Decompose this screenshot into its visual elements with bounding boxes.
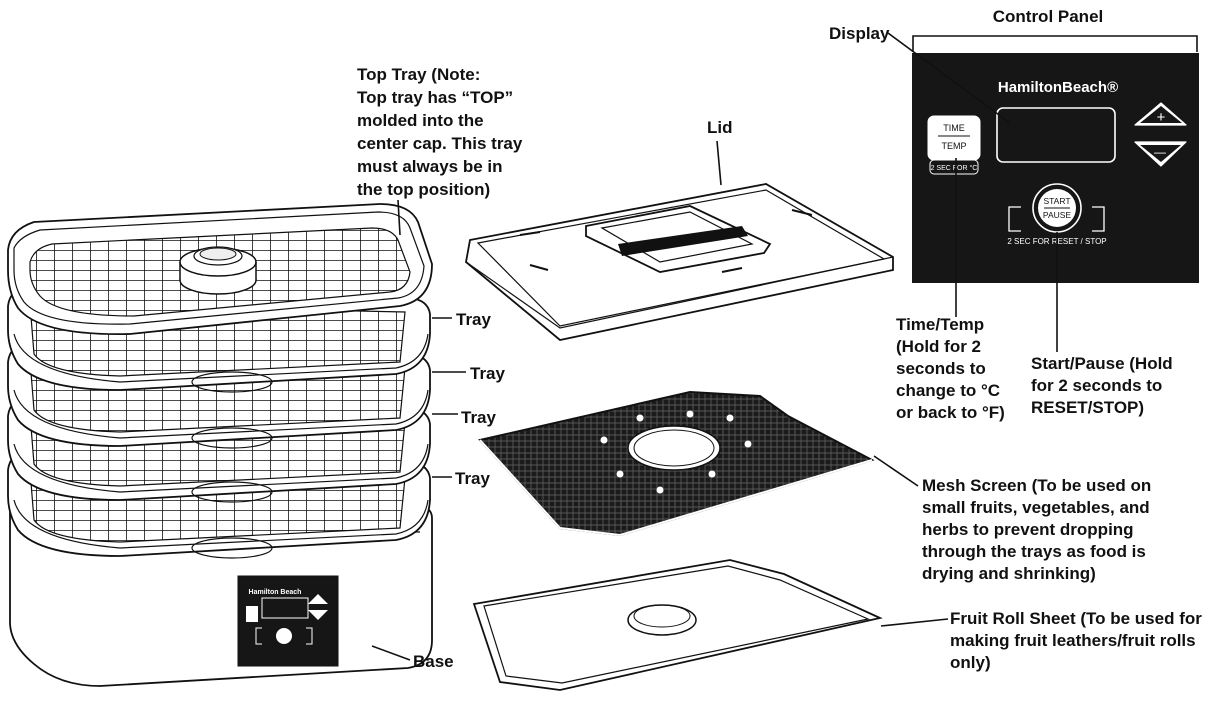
start-button-label-top: START: [1043, 196, 1070, 206]
tray-label-2: Tray: [470, 364, 506, 383]
top-tray: [7, 203, 433, 336]
time-button-caption: 2 SEC FOR °C: [931, 164, 978, 172]
time-button-label-top: TIME: [943, 123, 965, 133]
plus-button[interactable]: +: [1134, 102, 1187, 126]
lid-label: Lid: [707, 118, 733, 137]
minus-icon: —: [1154, 145, 1166, 159]
start-pause-label: Start/Pause (Hold for 2 seconds to RESET…: [1031, 354, 1177, 417]
control-panel-bracket: [912, 35, 1198, 52]
time-button-label-bottom: TEMP: [941, 141, 966, 151]
lid-drawing: [465, 183, 894, 341]
fruit-roll-leader-line: [880, 618, 949, 627]
tray-label-1: Tray: [456, 310, 492, 329]
mesh-screen-drawing: [478, 390, 875, 537]
top-tray-leader-line: [397, 199, 401, 236]
top-tray-label: Top Tray (Note: Top tray has “TOP” molde…: [357, 65, 527, 199]
base-leader-line: [371, 645, 411, 661]
display-screen: [996, 107, 1116, 163]
start-button-label-bottom: PAUSE: [1043, 210, 1072, 220]
time-temp-button[interactable]: TIME TEMP 2 SEC FOR °C: [927, 115, 981, 175]
mesh-screen-label: Mesh Screen (To be used on small fruits,…: [922, 476, 1156, 583]
base-label: Base: [413, 652, 454, 671]
display-leader-line: [887, 32, 1011, 124]
dehydrator-stack-drawing: Hamilton Beach: [7, 203, 433, 687]
time-temp-label: Time/Temp (Hold for 2 seconds to change …: [896, 315, 1005, 422]
minus-button[interactable]: —: [1134, 141, 1187, 167]
fruit-roll-sheet-drawing: [472, 559, 883, 691]
display-label: Display: [829, 24, 890, 43]
control-panel-title: Control Panel: [993, 7, 1104, 26]
base-panel-brand: Hamilton Beach: [249, 589, 302, 596]
control-panel-brand: HamiltonBeach®: [998, 79, 1118, 96]
tray-label-4: Tray: [455, 469, 491, 488]
control-panel-group: Control Panel HamiltonBeach® TIME TEMP 2…: [912, 7, 1199, 283]
lid-leader-line: [716, 140, 722, 186]
mesh-screen-leader-line: [873, 455, 919, 487]
fruit-roll-sheet-label: Fruit Roll Sheet (To be used for making …: [950, 609, 1207, 672]
tray-label-3: Tray: [461, 408, 497, 427]
plus-icon: +: [1157, 109, 1166, 126]
